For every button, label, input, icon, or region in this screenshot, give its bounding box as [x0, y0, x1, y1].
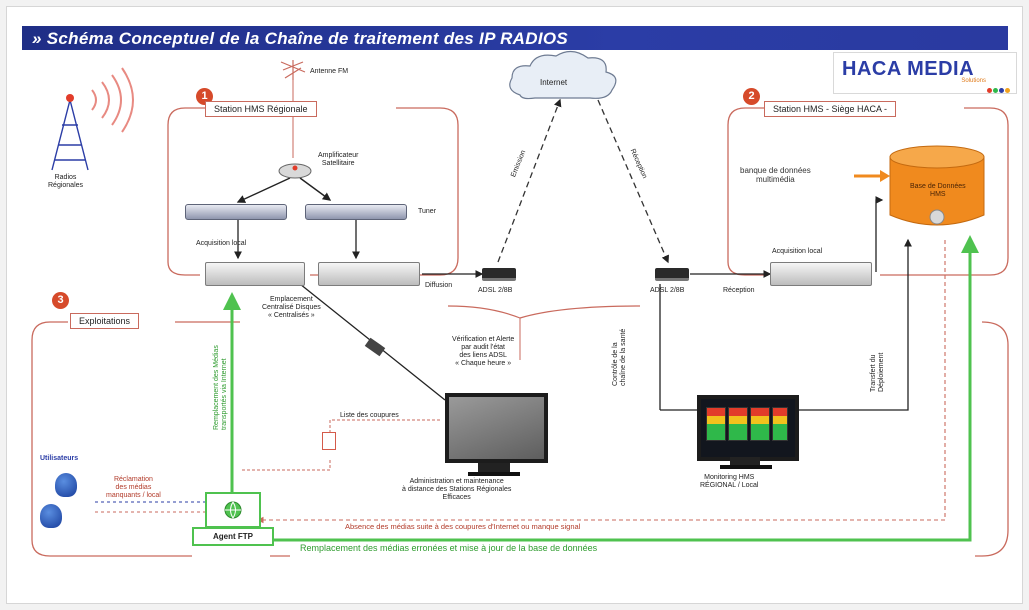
- section-3-right-outline: [975, 321, 1009, 557]
- ftp-agent-box: [205, 492, 261, 528]
- utilisateurs-label: Utilisateurs: [40, 455, 79, 462]
- reclamation-label: Réclamation des médias manquants / local: [106, 476, 161, 500]
- hms-monitor-stand: [730, 457, 760, 465]
- adsl-router-left: [482, 268, 516, 281]
- internet-cloud-icon: [509, 50, 617, 100]
- section-3-title: Exploitations: [70, 313, 140, 329]
- acquisition-local-label-2: Acquisition local: [772, 248, 823, 255]
- section-3-badge: 3: [52, 292, 69, 309]
- tuner-device-2: [305, 204, 407, 220]
- adsl-brace: [447, 305, 641, 319]
- logo-subtitle: Solutions: [961, 78, 986, 84]
- admin-monitor-stand: [478, 463, 510, 472]
- fm-antenna-icon: [280, 60, 306, 80]
- monitoring-label: Monitoring HMS RÉGIONAL / Local: [700, 474, 759, 490]
- section-1-badge: 1: [196, 88, 213, 105]
- document-icon: [322, 432, 336, 450]
- acquisition-local-label-1: Acquisition local: [196, 240, 247, 247]
- user-head-icon-1: [55, 473, 77, 497]
- satellite-dish-icon: [278, 163, 312, 179]
- emplacement-label: Emplacement Centralisé Disques « Central…: [262, 296, 321, 320]
- absence-label: Absence des médias suite à des coupures …: [345, 522, 581, 531]
- controle-label: Contrôle de la chaîne de la santé: [612, 328, 628, 386]
- section-1-outline: [167, 107, 459, 276]
- title-banner: » Schéma Conceptuel de la Chaîne de trai…: [22, 26, 1008, 50]
- remplacement-horizontal-label: Remplacement des médias erronées et mise…: [300, 543, 598, 553]
- admin-monitor-screen: [445, 393, 548, 463]
- radios-regionales-label: Radios Régionales: [48, 174, 84, 190]
- acquisition-server-2: [318, 262, 420, 286]
- admin-monitor-base: [468, 472, 520, 476]
- radio-tower-icon: [51, 99, 89, 171]
- hms-monitor-base: [720, 465, 772, 469]
- liste-coupures-label: Liste des coupures: [340, 412, 399, 419]
- vu-meter-1: [706, 407, 726, 441]
- haca-media-logo: HACA MEDIA Solutions: [833, 52, 1017, 94]
- section-2-badge: 2: [743, 88, 760, 105]
- database-label: Base de Données HMS: [910, 183, 966, 199]
- vu-meter-3: [750, 407, 770, 441]
- transfert-label: Transfert du Déploiement: [870, 352, 886, 392]
- amplificateur-label: Amplificateur Satellitaire: [318, 152, 359, 168]
- verification-label: Vérification et Alerte par audit l'état …: [452, 336, 515, 368]
- acquisition-server-3: [770, 262, 872, 286]
- remplacement-vertical-label: Remplacement des Médias transportés via …: [213, 345, 229, 430]
- section-1-title: Station HMS Régionale: [205, 101, 317, 117]
- adsl-right-label: ADSL 2/8B: [650, 287, 685, 294]
- database-icon: Base de Données HMS: [882, 143, 992, 233]
- database-shape: [889, 145, 985, 226]
- admin-label: Administration et maintenance à distance…: [402, 478, 512, 502]
- vu-meter-2: [728, 407, 748, 441]
- user-head-icon-2: [40, 504, 62, 528]
- adsl-left-label: ADSL 2/8B: [478, 287, 513, 294]
- vu-meter-4: [772, 407, 788, 441]
- logo-dots: [986, 80, 1010, 98]
- acquisition-server-1: [205, 262, 305, 286]
- ftp-globe-icon: [224, 501, 242, 519]
- section-2-title: Station HMS - Siège HACA -: [764, 101, 897, 117]
- tuner-label: Tuner: [418, 208, 437, 215]
- adsl-router-right: [655, 268, 689, 281]
- tuner-device-1: [185, 204, 287, 220]
- page-title: » Schéma Conceptuel de la Chaîne de trai…: [32, 29, 569, 48]
- banque-label: banque de données multimédia: [740, 166, 811, 185]
- antenne-fm-label: Antenne FM: [310, 68, 349, 75]
- reception-bottom-label: Réception: [723, 287, 755, 294]
- logo-brand: HACA MEDIA: [842, 58, 975, 80]
- diffusion-label: Diffusion: [425, 282, 453, 289]
- internet-label: Internet: [540, 78, 568, 87]
- section-3-outline: [31, 321, 290, 557]
- hms-monitor-screen: [697, 395, 799, 461]
- ftp-agent-label: Agent FTP: [192, 527, 274, 546]
